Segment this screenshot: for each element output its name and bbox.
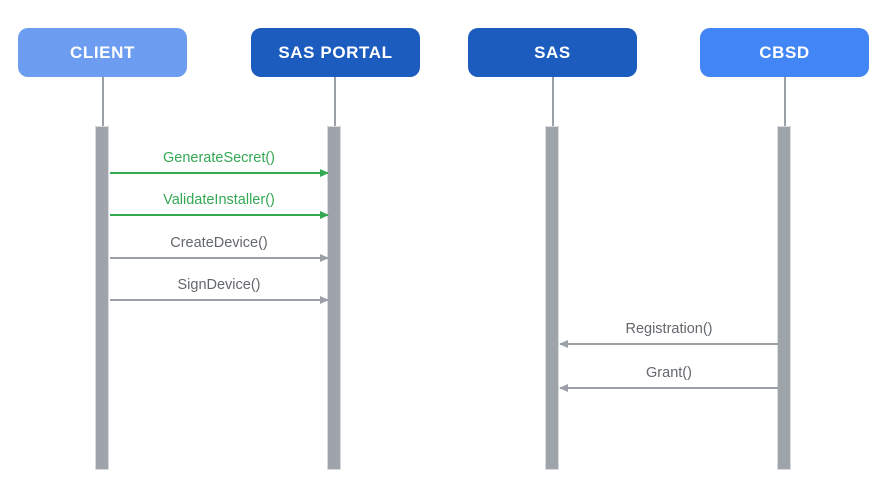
actor-box-sas: SAS xyxy=(468,28,637,77)
arrowhead-right-icon xyxy=(320,296,329,304)
activation-bar-client xyxy=(95,126,109,470)
message-label: SignDevice() xyxy=(177,277,261,293)
arrowhead-right-icon xyxy=(320,169,329,177)
actor-label-sas: SAS xyxy=(534,42,571,62)
message-registration: Registration() xyxy=(559,317,778,348)
message-arrow xyxy=(110,169,329,177)
actor-box-cbsd: CBSD xyxy=(700,28,869,77)
actor-box-sas-portal: SAS PORTAL xyxy=(251,28,420,77)
arrowhead-left-icon xyxy=(559,384,568,392)
activation-bar-cbsd xyxy=(777,126,791,470)
message-arrow xyxy=(110,211,329,219)
lifeline-client xyxy=(102,77,104,127)
message-label: GenerateSecret() xyxy=(162,150,276,166)
actor-label-sas-portal: SAS PORTAL xyxy=(278,42,393,62)
message-arrow xyxy=(110,254,329,262)
arrowhead-right-icon xyxy=(320,211,329,219)
message-arrow xyxy=(110,296,329,304)
actor-box-client: CLIENT xyxy=(18,28,187,77)
message-label: Grant() xyxy=(646,365,692,381)
lifeline-sas-portal xyxy=(334,77,336,127)
activation-bar-sas-portal xyxy=(327,126,341,470)
message-arrow xyxy=(559,340,778,348)
message-generate-secret: GenerateSecret() xyxy=(110,146,329,177)
message-sign-device: SignDevice() xyxy=(110,273,329,304)
arrowhead-left-icon xyxy=(559,340,568,348)
message-arrow xyxy=(559,384,778,392)
message-create-device: CreateDevice() xyxy=(110,231,329,262)
actor-label-client: CLIENT xyxy=(70,42,135,62)
actor-label-cbsd: CBSD xyxy=(759,42,810,62)
lifeline-cbsd xyxy=(784,77,786,127)
activation-bar-sas xyxy=(545,126,559,470)
arrowhead-right-icon xyxy=(320,254,329,262)
lifeline-sas xyxy=(552,77,554,127)
message-label: CreateDevice() xyxy=(170,235,268,251)
message-label: ValidateInstaller() xyxy=(163,192,275,208)
message-label: Registration() xyxy=(625,321,713,337)
message-grant: Grant() xyxy=(559,361,778,392)
message-validate-installer: ValidateInstaller() xyxy=(110,188,329,219)
